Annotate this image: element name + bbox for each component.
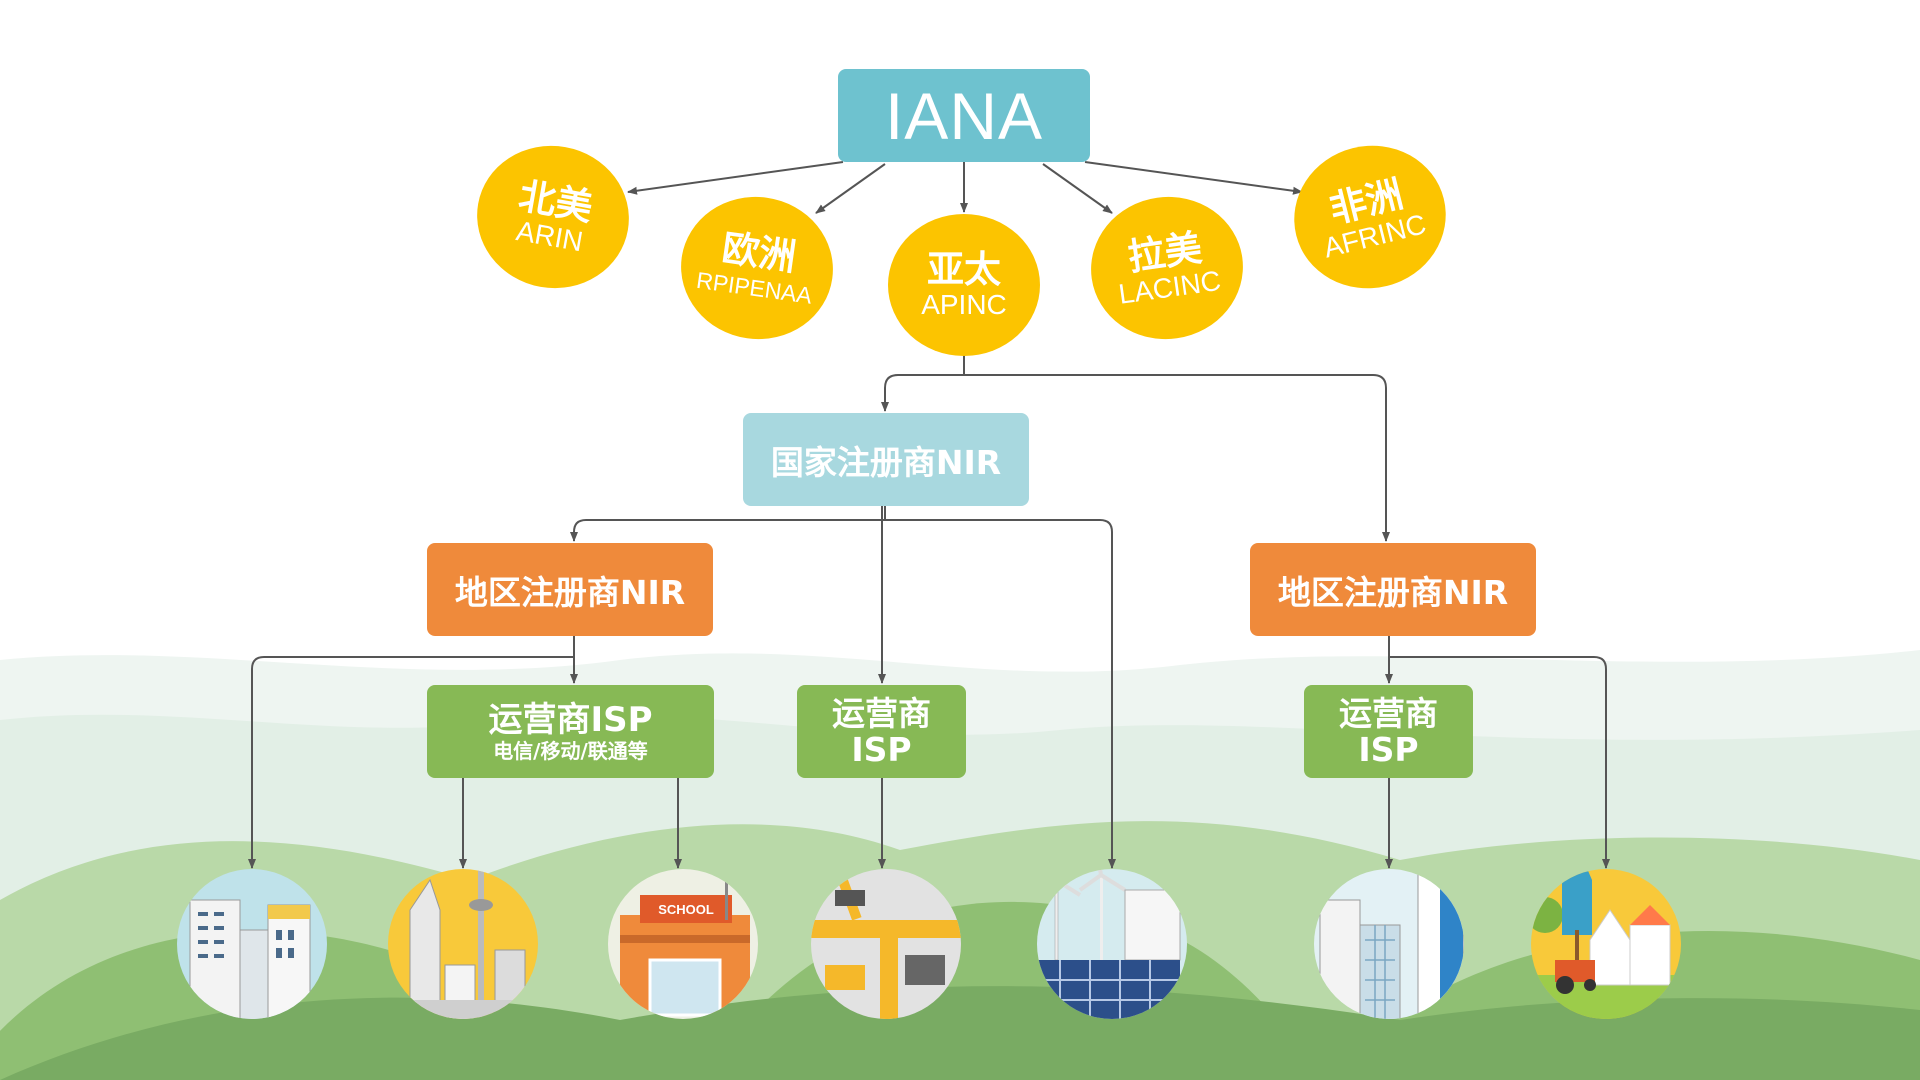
isp-mid-line2: ISP — [851, 729, 912, 769]
isp-main-node: 运营商ISP 电信/移动/联通等 — [427, 685, 714, 778]
lir-left-label: 地区注册商NIR — [454, 572, 686, 612]
isp-mid-node: 运营商 ISP — [797, 685, 966, 778]
rir-apnic-en: APINC — [921, 289, 1007, 320]
farm-house-icon — [1531, 869, 1681, 1019]
isp-main-title: 运营商ISP — [488, 699, 653, 740]
wind-solar-energy-icon — [1037, 869, 1187, 1019]
arrow-apnic-nir — [881, 354, 965, 412]
lir-left-node: 地区注册商NIR — [427, 543, 713, 636]
school-icon: SCHOOL — [608, 869, 758, 1019]
arrow-iana-arin — [627, 161, 844, 195]
isp-right-line1: 运营商 — [1339, 693, 1438, 733]
arrow-nir-energy — [885, 519, 1116, 869]
city-tower-icon — [388, 869, 538, 1019]
lir-right-label: 地区注册商NIR — [1277, 572, 1509, 612]
factory-robot-icon — [811, 869, 961, 1019]
rir-apnic-cn: 亚太 — [927, 248, 1001, 291]
isp-right-line2: ISP — [1358, 729, 1419, 769]
arrow-nir-lir-left — [570, 506, 886, 542]
lir-right-node: 地区注册商NIR — [1250, 543, 1536, 636]
arrow-lir-farm — [1389, 656, 1610, 869]
isp-right-node: 运营商 ISP — [1304, 685, 1473, 778]
skyscrapers-icon — [1314, 869, 1464, 1019]
school-sign: SCHOOL — [658, 902, 714, 917]
rir-ripe-en: RPIPENAA — [694, 266, 814, 309]
isp-mid-line1: 运营商 — [832, 693, 931, 733]
arrow-apnic-lir-right — [964, 374, 1390, 542]
arrow-iana-afrinic — [1084, 161, 1303, 195]
nir-label: 国家注册商NIR — [770, 442, 1002, 482]
iana-node: IANA — [838, 69, 1090, 162]
nir-node: 国家注册商NIR — [743, 413, 1029, 506]
iana-label: IANA — [884, 78, 1044, 153]
isp-main-subtitle: 电信/移动/联通等 — [493, 738, 648, 763]
office-buildings-icon — [177, 869, 327, 1019]
rir-apnic-node: 亚太 APINC — [888, 214, 1040, 356]
arrow-iana-ripe — [815, 163, 886, 214]
arrow-iana-lacnic — [1042, 163, 1113, 214]
arrow-lir-office — [248, 656, 574, 869]
